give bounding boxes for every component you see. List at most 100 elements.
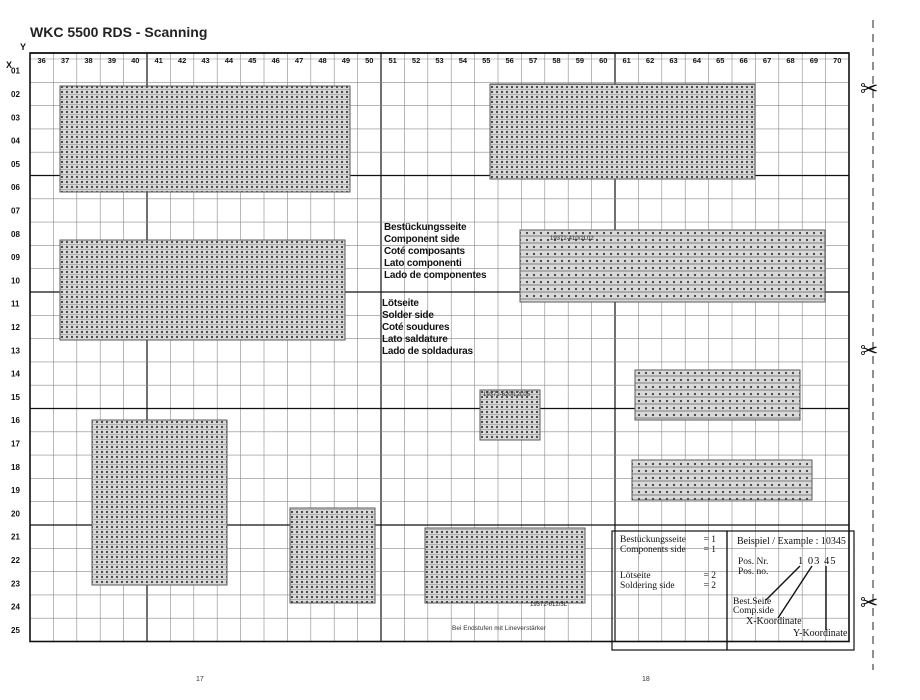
y-row-label: 08 xyxy=(11,230,20,239)
y-row-label: 24 xyxy=(11,603,20,612)
scissors-icon: ✂ xyxy=(860,338,879,363)
x-column-label: 68 xyxy=(786,56,794,65)
y-row-label: 06 xyxy=(11,183,20,192)
x-column-label: 57 xyxy=(529,56,537,65)
y-row-label: 07 xyxy=(11,206,20,215)
x-column-label: 64 xyxy=(693,56,702,65)
pcb-board-small-right xyxy=(634,369,801,421)
example-y-coord: Y-Koordinate xyxy=(793,628,848,639)
legend-label: Soldering side xyxy=(620,581,675,591)
x-column-label: 66 xyxy=(740,56,748,65)
board-reference: 19372-410/2L02 xyxy=(550,236,594,242)
component-side-labels: Bestückungsseite Component side Coté com… xyxy=(384,222,487,282)
legend-label: Lötseite xyxy=(620,571,651,581)
pcb-board-lower-right xyxy=(631,459,813,501)
legend-row: Lötseite= 2 xyxy=(620,571,716,581)
scissors-icon: ✂ xyxy=(860,76,879,101)
example-arrow xyxy=(777,565,813,619)
x-column-label: 42 xyxy=(178,56,186,65)
legend-label: Components side xyxy=(620,545,686,555)
example-side-en: Comp.side xyxy=(733,606,774,616)
example-value: 1 03 45 xyxy=(798,556,837,567)
x-column-label: 48 xyxy=(318,56,326,65)
x-column-label: 49 xyxy=(342,56,350,65)
y-row-label: 02 xyxy=(11,90,20,99)
x-column-label: 59 xyxy=(576,56,584,65)
x-column-label: 70 xyxy=(833,56,841,65)
y-row-label: 14 xyxy=(11,370,20,379)
y-row-label: 01 xyxy=(11,67,20,76)
component-side-label-fr: Coté composants xyxy=(384,246,465,257)
x-column-label: 58 xyxy=(552,56,560,65)
solder-side-labels: Lötseite Solder side Coté soudures Lato … xyxy=(382,298,473,358)
x-column-label: 62 xyxy=(646,56,654,65)
x-column-label: 69 xyxy=(810,56,818,65)
y-row-label: 04 xyxy=(11,137,20,146)
side-code-legend: Bestückungsseite = 1 Components side = 1 L… xyxy=(620,535,716,591)
legend-row: Components side = 1 xyxy=(620,545,716,555)
y-row-label: 20 xyxy=(11,509,20,518)
x-column-label: 38 xyxy=(84,56,92,65)
y-row-label: 11 xyxy=(11,300,20,309)
x-column-label: 56 xyxy=(506,56,514,65)
example-pos-de: Pos. Nr. xyxy=(738,557,769,567)
x-column-label: 67 xyxy=(763,56,771,65)
solder-side-label-de: Lötseite xyxy=(382,298,419,309)
component-side-label-it: Lato componenti xyxy=(384,258,462,269)
legend-row: Bestückungsseite = 1 xyxy=(620,535,716,545)
x-column-label: 63 xyxy=(669,56,677,65)
component-side-label-es: Lado de componentes xyxy=(384,270,487,281)
x-column-label: 46 xyxy=(272,56,280,65)
page-title: WKC 5500 RDS - Scanning xyxy=(30,24,208,40)
x-column-label: 41 xyxy=(155,56,163,65)
legend-code: = 1 xyxy=(703,545,716,555)
x-axis-label: X xyxy=(6,60,12,70)
y-row-label: 21 xyxy=(11,533,20,542)
y-axis-label: Y xyxy=(20,42,26,52)
pcb-board-upper-left xyxy=(59,85,351,193)
example-heading: Beispiel / Example : 10345 xyxy=(737,536,846,547)
y-row-label: 16 xyxy=(11,416,20,425)
pcb-board-lower-middle xyxy=(289,507,376,604)
y-row-label: 23 xyxy=(11,579,20,588)
y-row-label: 25 xyxy=(11,626,20,635)
x-column-label: 55 xyxy=(482,56,490,65)
x-column-label: 39 xyxy=(108,56,116,65)
pcb-board-output-stage xyxy=(424,527,586,604)
example-box xyxy=(726,530,855,651)
x-column-label: 52 xyxy=(412,56,420,65)
solder-side-label-fr: Coté soudures xyxy=(382,322,450,333)
board-reference: 19372-612/3L xyxy=(530,602,568,608)
x-column-label: 47 xyxy=(295,56,303,65)
pcb-board-lower-left xyxy=(91,419,228,586)
x-column-label: 65 xyxy=(716,56,724,65)
x-column-label: 50 xyxy=(365,56,373,65)
example-pos-en: Pos. no. xyxy=(738,567,769,577)
y-row-label: 17 xyxy=(11,439,20,448)
solder-side-label-en: Solder side xyxy=(382,310,434,321)
x-column-label: 45 xyxy=(248,56,256,65)
example-arrow xyxy=(765,565,801,601)
x-column-label: 43 xyxy=(201,56,209,65)
y-row-label: 12 xyxy=(11,323,20,332)
y-row-label: 09 xyxy=(11,253,20,262)
y-row-label: 22 xyxy=(11,556,20,565)
x-column-label: 60 xyxy=(599,56,607,65)
example-side-de: Best.Seite xyxy=(733,597,772,607)
legend-code: = 1 xyxy=(703,535,716,545)
pcb-board-center-small xyxy=(479,389,541,441)
legend-code: = 2 xyxy=(703,581,716,591)
board-caption: Bei Endstufen mit Lineverstärker xyxy=(452,625,546,632)
pcb-board-middle-right xyxy=(519,229,826,303)
x-column-label: 53 xyxy=(435,56,443,65)
page-number-left: 17 xyxy=(196,676,204,683)
y-row-label: 13 xyxy=(11,346,20,355)
page-number-right: 18 xyxy=(642,676,650,683)
x-column-label: 54 xyxy=(459,56,468,65)
y-row-label: 18 xyxy=(11,463,20,472)
x-column-label: 37 xyxy=(61,56,69,65)
legend-label: Bestückungsseite xyxy=(620,535,686,545)
component-side-label-en: Component side xyxy=(384,234,460,245)
solder-side-label-it: Lato saldature xyxy=(382,334,448,345)
